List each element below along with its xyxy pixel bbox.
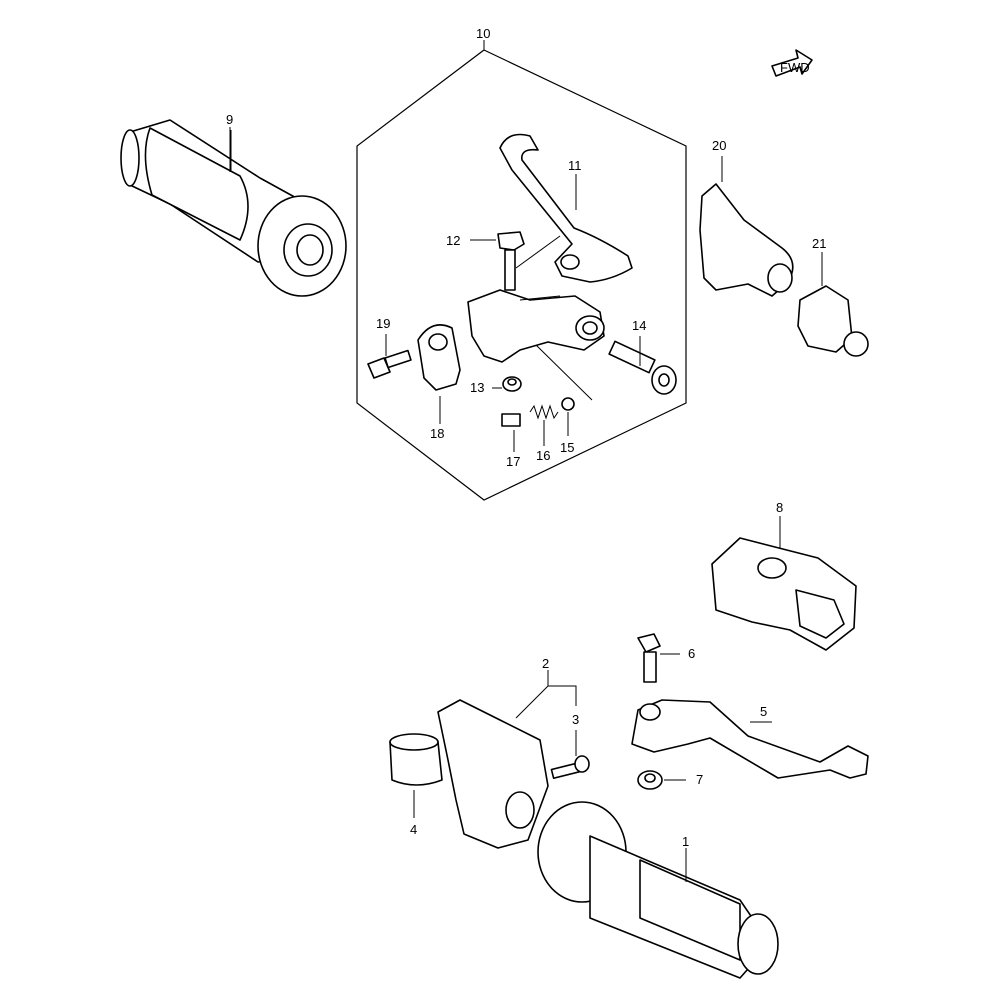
label-part-6: 6 [688,646,695,661]
label-part-5: 5 [760,704,767,719]
label-part-2: 2 [542,656,549,671]
part-4-collar [389,733,443,818]
lever-bracket [467,235,605,401]
label-part-16: 16 [536,448,550,463]
fwd-badge-text: FWD [780,60,810,75]
assembly-10-outline [356,49,687,501]
part-1-right-grip [537,801,779,979]
label-part-21: 21 [812,236,826,251]
label-part-10: 10 [476,26,490,41]
label-part-4: 4 [410,822,417,837]
part-7-nut [637,770,686,790]
label-part-15: 15 [560,440,574,455]
label-part-20: 20 [712,138,726,153]
part-11-clutch-lever [499,133,633,283]
label-part-11: 11 [568,158,582,173]
part-5-lever [631,699,869,779]
part-6-pivot-bolt [637,633,680,683]
part-19-bolt [367,334,412,379]
part-9-left-grip [120,119,347,297]
label-part-8: 8 [776,500,783,515]
label-part-9: 9 [226,112,233,127]
label-part-13: 13 [470,380,484,395]
part-8-housing [711,516,857,651]
part-16-spring [529,404,559,446]
part-21-adjuster-knob [797,252,869,357]
part-3-screw [550,730,590,780]
label-part-1: 1 [682,834,689,849]
label-part-3: 3 [572,712,579,727]
part-14-adjuster [608,336,677,395]
label-part-7: 7 [696,772,703,787]
part-12-bolt [470,231,525,291]
label-part-17: 17 [506,454,520,469]
fwd-arrow-icon: FWD [771,49,813,77]
label-part-18: 18 [430,426,444,441]
label-part-19: 19 [376,316,390,331]
part-15-ball [561,397,575,436]
part-2-perch [437,670,577,849]
callout-labels: 10 9 11 12 19 14 13 18 15 16 17 20 21 8 … [226,26,826,849]
part-17-pin [501,413,521,452]
part-18-clamp [417,324,461,424]
part-13-nut [492,376,522,392]
label-part-12: 12 [446,233,460,248]
label-part-14: 14 [632,318,646,333]
part-20-lever-cover [699,156,794,297]
